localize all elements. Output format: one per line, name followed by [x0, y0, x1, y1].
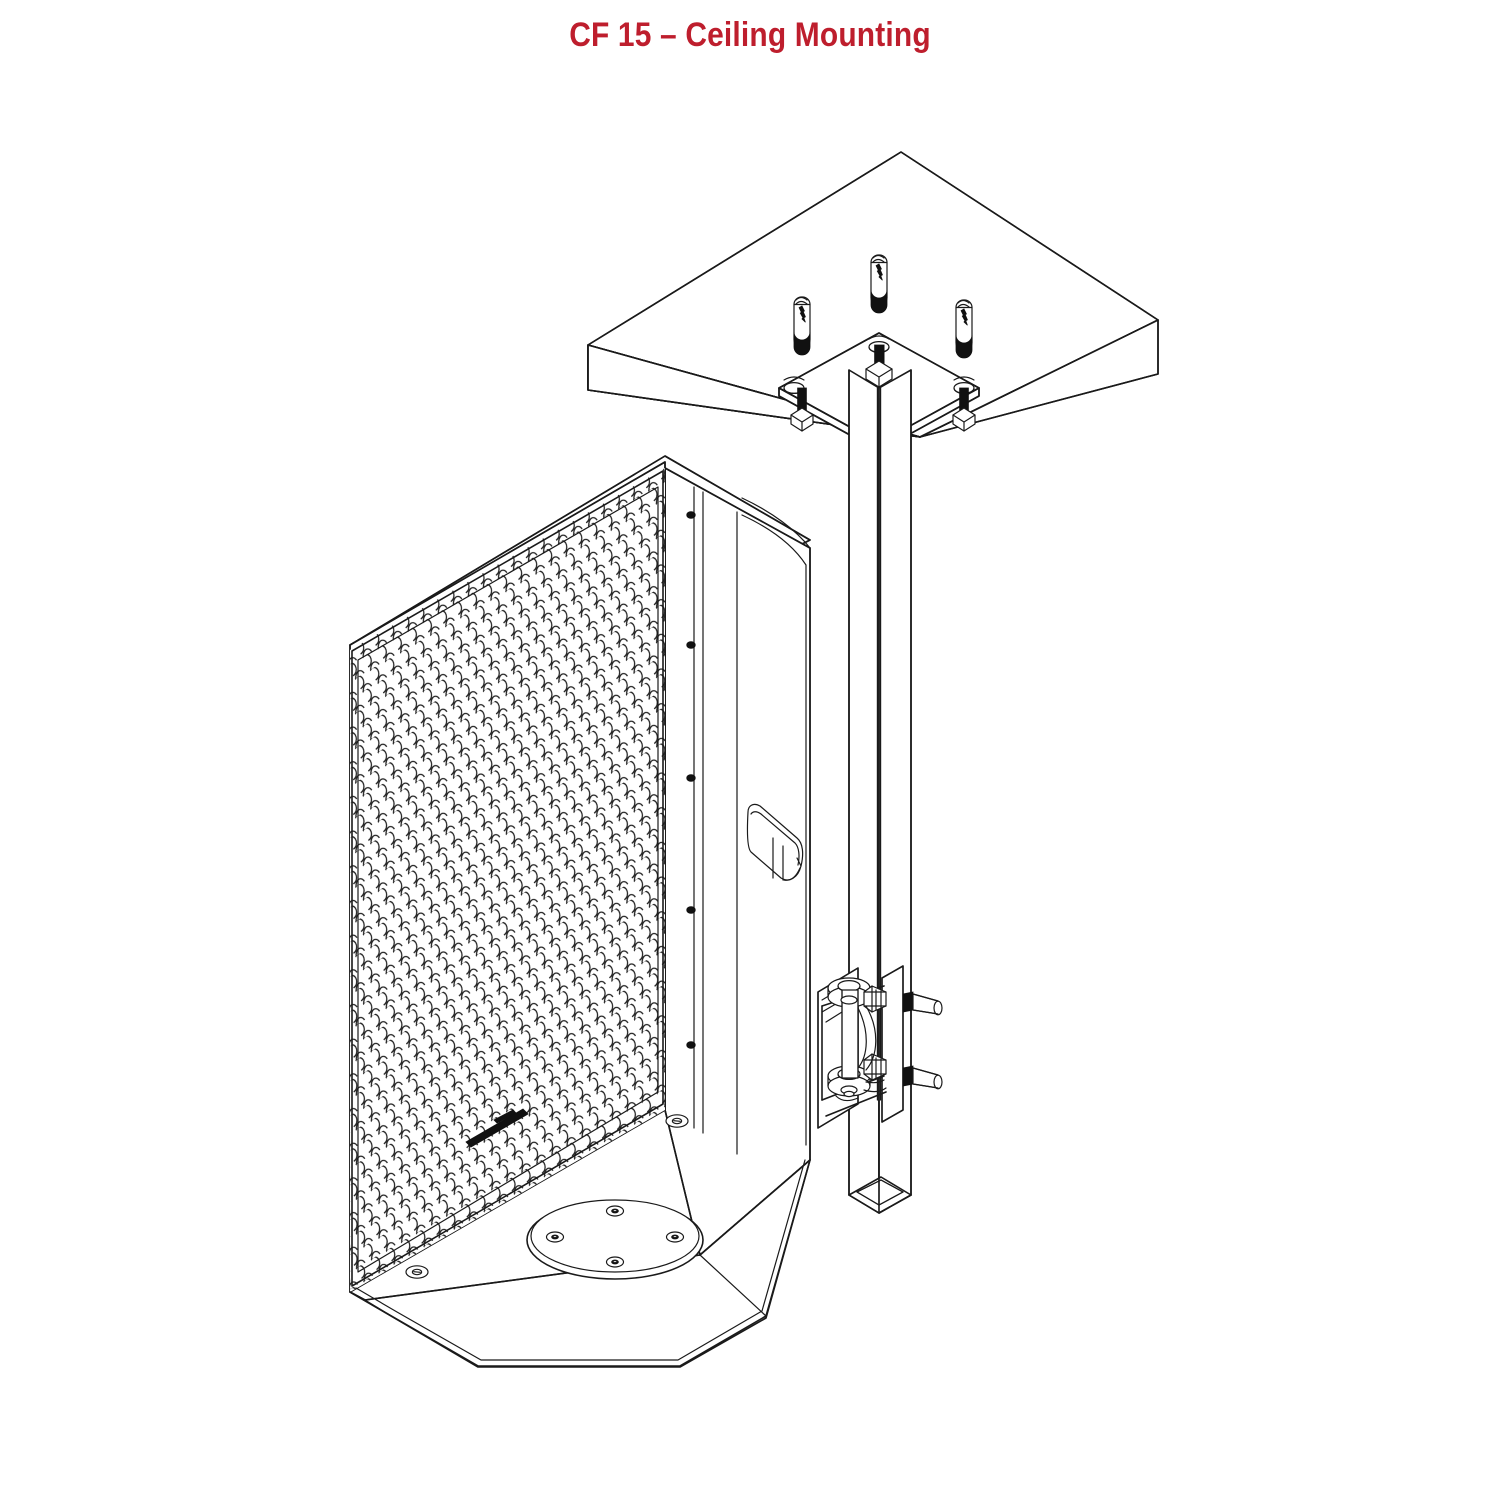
anchor-bolt-left [793, 296, 811, 356]
anchor-bolt-right [955, 299, 973, 359]
bracket-washer-lower [835, 1085, 859, 1102]
brand-badge [465, 1108, 529, 1148]
bracket-clamp-lower [827, 1065, 887, 1097]
side-handle [746, 803, 804, 881]
pole-top-bolt [865, 344, 893, 1101]
pole-socket-flange [526, 1199, 704, 1280]
bracket-rod-upper [902, 991, 943, 1016]
bracket-nut-lower [863, 1053, 887, 1081]
bracket-rod-lower [902, 1065, 943, 1090]
bracket-washer-upper [840, 995, 858, 1005]
bracket-nut-upper [863, 985, 887, 1013]
page-title: CF 15 – Ceiling Mounting [569, 16, 931, 54]
side-screws [686, 511, 696, 1049]
speaker-cabinet [349, 455, 811, 1368]
bracket-assembly [817, 965, 943, 1129]
anchor-bolt-center [870, 254, 888, 314]
